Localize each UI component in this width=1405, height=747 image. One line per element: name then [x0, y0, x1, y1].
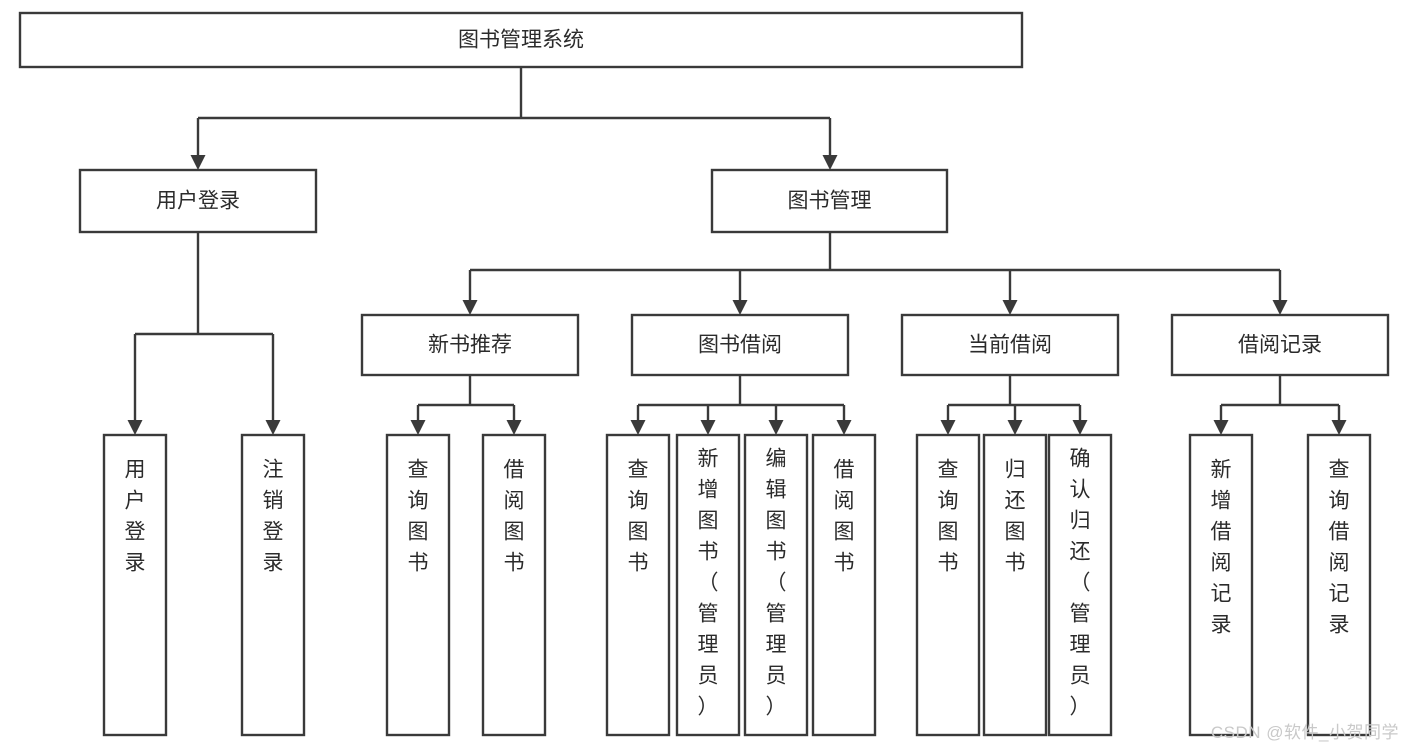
- connector-layer: [127, 67, 1347, 435]
- node-borrow-record-label: 借阅记录: [1238, 334, 1322, 357]
- node-leaf-query-book-cur-box[interactable]: [915, 433, 981, 737]
- node-new-book-recommend-box[interactable]: [360, 313, 580, 377]
- node-leaf-borrow-book[interactable]: 借阅图书: [811, 433, 877, 737]
- connector-book-manage-to-level3: [462, 232, 1288, 315]
- node-leaf-add-record-box[interactable]: [1188, 433, 1254, 737]
- node-leaf-query-book-cur-label: 查询图书: [938, 459, 959, 575]
- node-leaf-borrow-book-label: 借阅图书: [834, 459, 855, 575]
- connector-group-current-borrow: [940, 375, 1088, 435]
- connector-root-to-level2: [190, 67, 838, 170]
- node-leaf-query-record-label: 查询借阅记录: [1329, 459, 1350, 637]
- node-leaf-edit-book-label: 编辑图书（管理员）: [766, 448, 787, 719]
- node-leaf-add-record[interactable]: 新增借阅记录: [1188, 433, 1254, 737]
- node-leaf-query-book-rec[interactable]: 查询图书: [385, 433, 451, 737]
- node-user-login-box[interactable]: [78, 168, 318, 234]
- csdn-watermark: CSDN @软件_小贺同学: [1210, 723, 1399, 742]
- node-root-root-box[interactable]: [18, 11, 1024, 69]
- node-leaf-user-logout-box[interactable]: [240, 433, 306, 737]
- node-leaf-query-book-borrow-box[interactable]: [605, 433, 671, 737]
- node-leaf-return-book-box[interactable]: [982, 433, 1048, 737]
- node-leaf-confirm-return-box[interactable]: [1047, 433, 1113, 737]
- node-borrow-record[interactable]: 借阅记录: [1170, 313, 1390, 377]
- connector-group-borrow-record: [1213, 375, 1347, 435]
- connector-group-user-login: [127, 232, 281, 435]
- connector-group-new-book-recommend: [410, 375, 522, 435]
- node-book-borrow-label: 图书借阅: [698, 334, 782, 357]
- node-leaf-borrow-book-box[interactable]: [811, 433, 877, 737]
- node-new-book-recommend-label: 新书推荐: [428, 334, 512, 357]
- node-leaf-user-logout-label: 注销登录: [263, 459, 284, 575]
- node-root-root[interactable]: 图书管理系统: [18, 11, 1024, 69]
- node-leaf-confirm-return-label: 确认归还（管理员）: [1070, 448, 1091, 719]
- node-book-manage[interactable]: 图书管理: [710, 168, 949, 234]
- node-current-borrow[interactable]: 当前借阅: [900, 313, 1120, 377]
- node-leaf-add-book-box[interactable]: [675, 433, 741, 737]
- node-leaf-edit-book[interactable]: 编辑图书（管理员）: [743, 433, 809, 737]
- node-leaf-query-record[interactable]: 查询借阅记录: [1306, 433, 1372, 737]
- node-leaf-query-record-box[interactable]: [1306, 433, 1372, 737]
- node-leaf-borrow-book-rec-label: 借阅图书: [504, 459, 525, 575]
- node-root-root-label: 图书管理系统: [458, 29, 584, 52]
- node-leaf-borrow-book-rec-box[interactable]: [481, 433, 547, 737]
- node-leaf-query-book-borrow[interactable]: 查询图书: [605, 433, 671, 737]
- node-leaf-add-record-label: 新增借阅记录: [1211, 459, 1232, 637]
- node-current-borrow-label: 当前借阅: [968, 334, 1052, 357]
- node-layer: 图书管理系统用户登录图书管理新书推荐图书借阅当前借阅借阅记录用户登录注销登录查询…: [18, 11, 1390, 737]
- node-user-login[interactable]: 用户登录: [78, 168, 318, 234]
- node-leaf-query-book-rec-box[interactable]: [385, 433, 451, 737]
- node-leaf-add-book[interactable]: 新增图书（管理员）: [675, 433, 741, 737]
- node-leaf-user-logout[interactable]: 注销登录: [240, 433, 306, 737]
- connector-group-book-borrow: [630, 375, 852, 435]
- node-leaf-return-book-label: 归还图书: [1005, 459, 1026, 575]
- node-leaf-user-login-box[interactable]: [102, 433, 168, 737]
- node-leaf-borrow-book-rec[interactable]: 借阅图书: [481, 433, 547, 737]
- node-borrow-record-box[interactable]: [1170, 313, 1390, 377]
- node-leaf-return-book[interactable]: 归还图书: [982, 433, 1048, 737]
- node-new-book-recommend[interactable]: 新书推荐: [360, 313, 580, 377]
- node-leaf-edit-book-box[interactable]: [743, 433, 809, 737]
- node-book-borrow-box[interactable]: [630, 313, 850, 377]
- node-leaf-query-book-borrow-label: 查询图书: [628, 459, 649, 575]
- node-leaf-add-book-label: 新增图书（管理员）: [698, 448, 719, 719]
- node-book-manage-label: 图书管理: [788, 190, 872, 213]
- node-book-manage-box[interactable]: [710, 168, 949, 234]
- node-leaf-query-book-rec-label: 查询图书: [408, 459, 429, 575]
- node-leaf-confirm-return[interactable]: 确认归还（管理员）: [1047, 433, 1113, 737]
- node-user-login-label: 用户登录: [156, 190, 240, 213]
- node-leaf-query-book-cur[interactable]: 查询图书: [915, 433, 981, 737]
- node-book-borrow[interactable]: 图书借阅: [630, 313, 850, 377]
- node-leaf-user-login-label: 用户登录: [125, 459, 146, 575]
- node-current-borrow-box[interactable]: [900, 313, 1120, 377]
- node-leaf-user-login[interactable]: 用户登录: [102, 433, 168, 737]
